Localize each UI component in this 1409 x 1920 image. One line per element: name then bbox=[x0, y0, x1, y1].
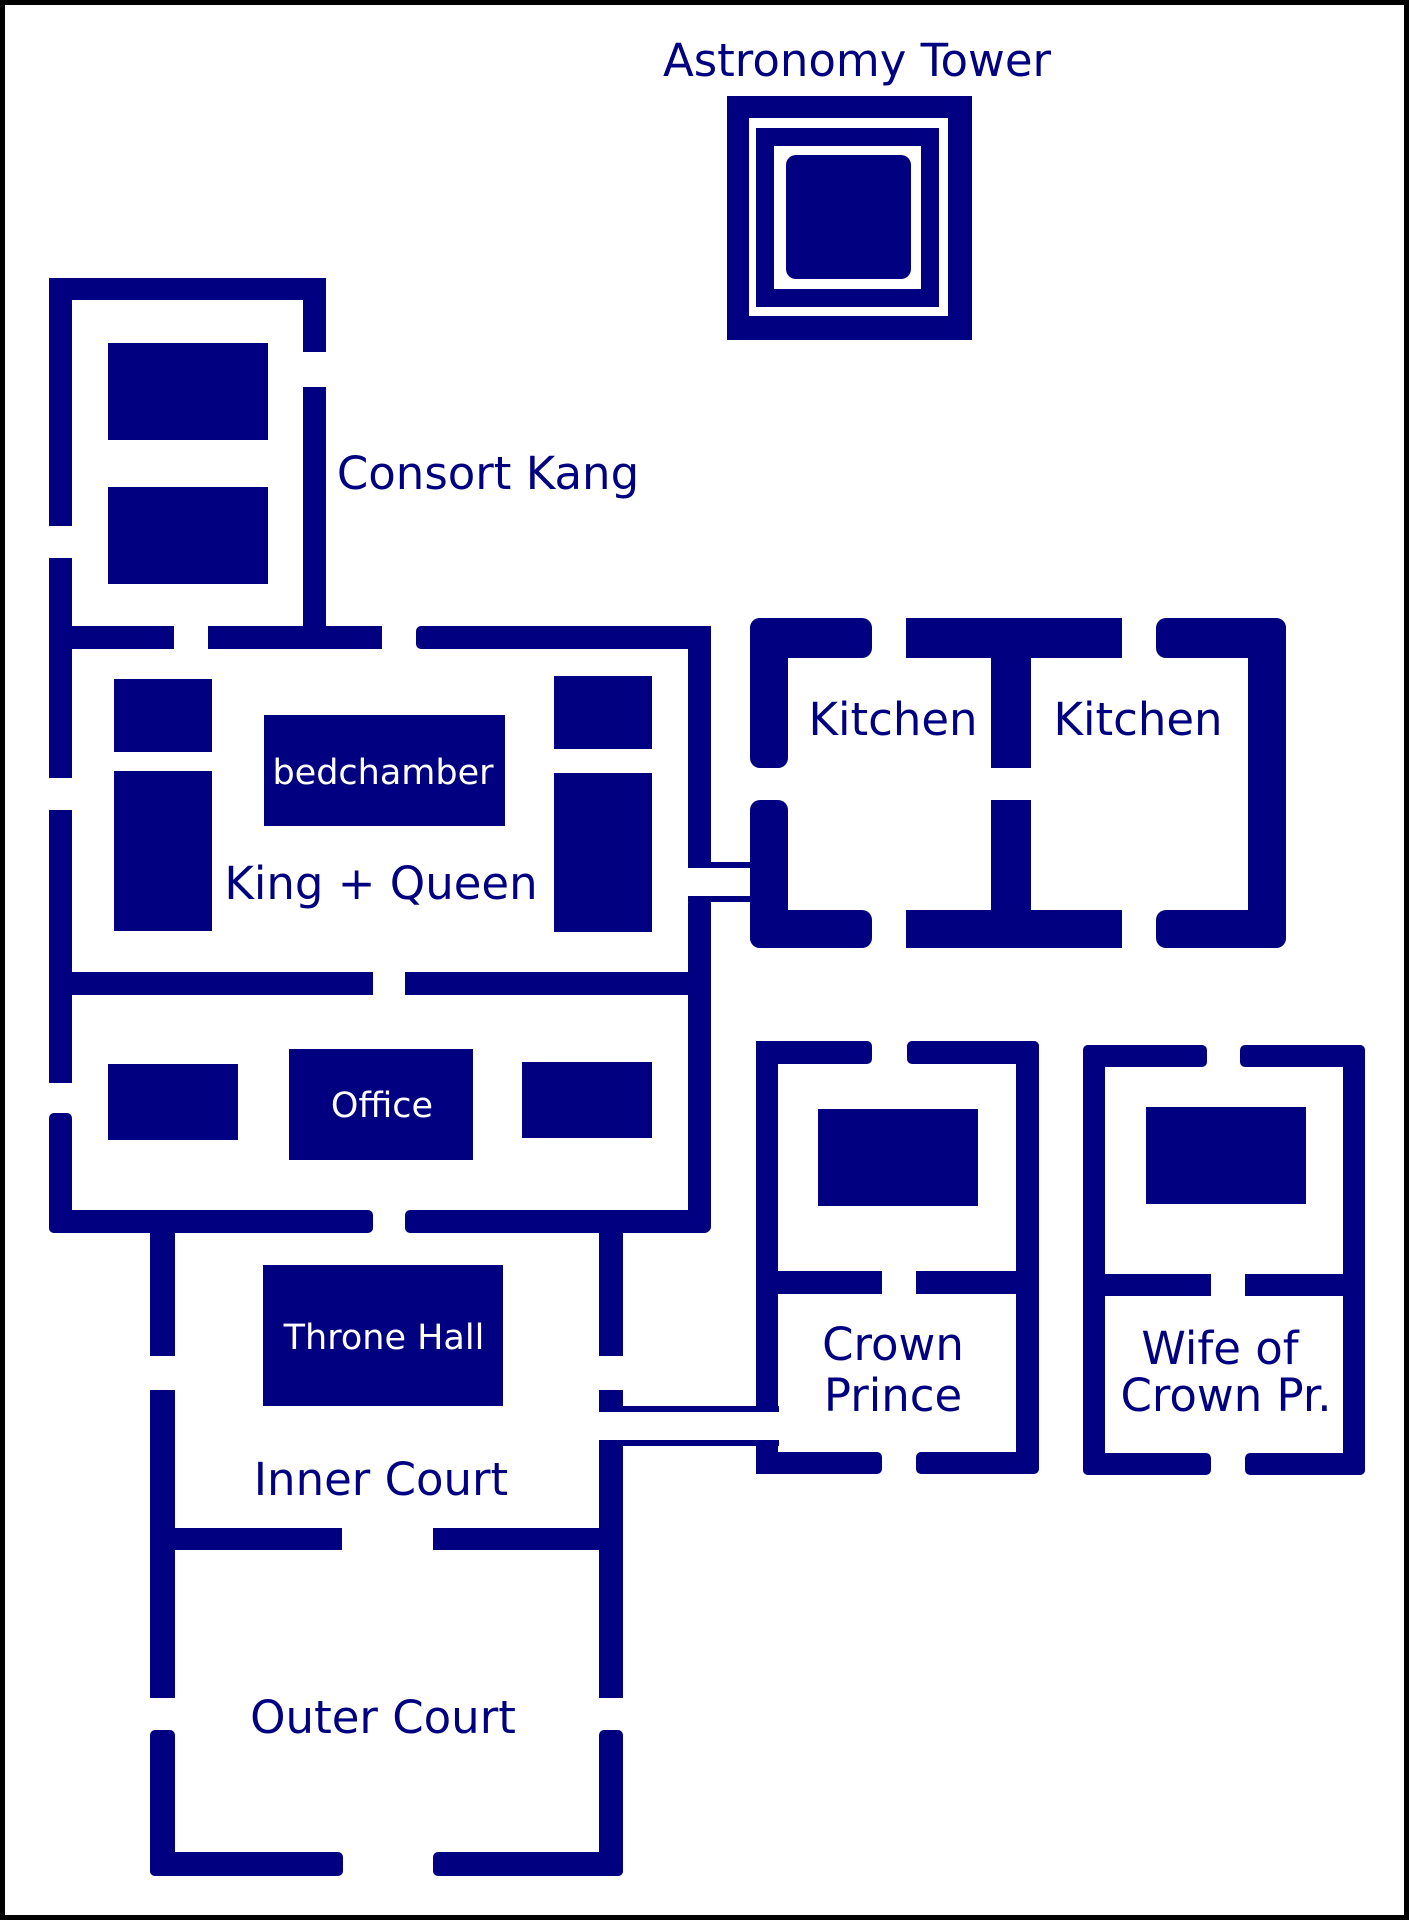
wife-furniture bbox=[1146, 1107, 1306, 1204]
tower-core bbox=[786, 155, 911, 279]
wife-label-line2: Crown Pr. bbox=[1120, 1369, 1331, 1422]
outer-court-label: Outer Court bbox=[250, 1691, 516, 1744]
kitchen-label-1: Kitchen bbox=[808, 693, 977, 746]
inner-court-label: Inner Court bbox=[254, 1453, 508, 1506]
court-block bbox=[150, 1232, 623, 1876]
consort-kang-label: Consort Kang bbox=[337, 447, 639, 500]
astronomy-tower bbox=[727, 96, 972, 340]
crown-prince-furniture bbox=[818, 1109, 978, 1206]
bedchamber-label: bedchamber bbox=[272, 753, 494, 793]
astronomy-tower-label: Astronomy Tower bbox=[663, 34, 1052, 87]
bed-left bbox=[114, 771, 212, 931]
throne-hall-label: Throne Hall bbox=[283, 1318, 485, 1358]
corridor-kitchen bbox=[688, 862, 788, 902]
walls bbox=[49, 96, 1365, 1876]
consort-furniture-2 bbox=[108, 487, 268, 584]
corridor-crown bbox=[599, 1406, 779, 1446]
office-box bbox=[289, 1049, 473, 1160]
wife-block bbox=[1083, 1045, 1365, 1475]
throne-hall-box bbox=[263, 1265, 503, 1406]
kitchen-label-2: Kitchen bbox=[1053, 693, 1222, 746]
bed-left-top bbox=[114, 679, 212, 752]
office-label: Office bbox=[331, 1086, 433, 1126]
bed-right bbox=[554, 773, 652, 932]
consort-kang-room bbox=[49, 278, 326, 778]
king-queen-label: King + Queen bbox=[224, 857, 537, 910]
office-furniture-right bbox=[522, 1062, 652, 1138]
crown-prince-block bbox=[756, 1041, 1039, 1474]
crown-prince-label-line1: Crown bbox=[822, 1318, 964, 1371]
wife-label-line1: Wife of bbox=[1141, 1322, 1299, 1375]
king-queen-block bbox=[49, 626, 711, 1233]
kitchen-block bbox=[750, 618, 1286, 948]
consort-furniture-1 bbox=[108, 343, 268, 440]
bed-right-top bbox=[554, 676, 652, 749]
bedchamber-box bbox=[264, 715, 505, 826]
office-furniture-left bbox=[108, 1064, 238, 1140]
crown-prince-label-line2: Prince bbox=[824, 1369, 962, 1422]
